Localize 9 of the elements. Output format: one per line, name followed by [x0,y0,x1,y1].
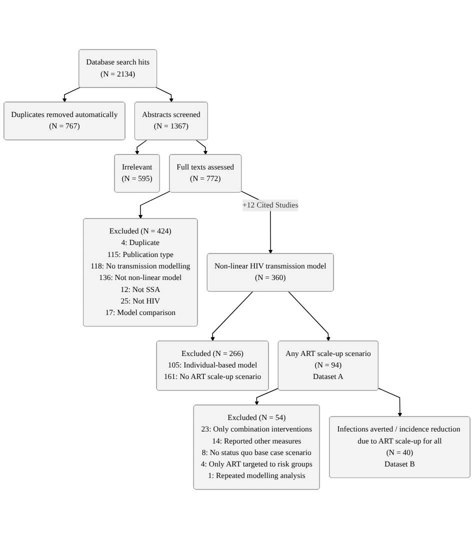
arrow [378,388,402,418]
arrow [156,86,174,102]
arrow [254,388,279,406]
arrow [62,86,81,102]
arrow [210,291,254,342]
arrow [288,291,330,342]
arrow [138,190,170,219]
arrow [135,140,148,155]
arrow [196,140,208,155]
